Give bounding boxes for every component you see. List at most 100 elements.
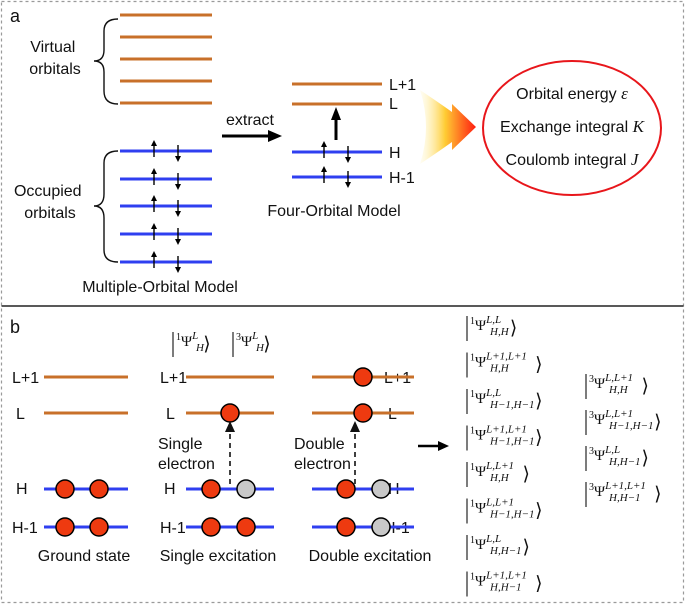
double-L-electron [353, 403, 373, 423]
panel-a-tag: a [10, 6, 21, 26]
b-single-level-H: H [164, 481, 176, 498]
exchange-integral-item: Exchange integral K [500, 117, 646, 136]
single-L-electron [220, 403, 240, 423]
double-electron-note: Double electron [294, 436, 351, 473]
a-level-L+1: L+1 [389, 77, 416, 94]
svg-text:3ΨL,L+1H−1,H−1: 3ΨL,L+1H−1,H−1 [589, 408, 653, 432]
extract-arrow [222, 130, 282, 142]
svg-text:1ΨL+1,L+1H−1,H−1: 1ΨL+1,L+1H−1,H−1 [470, 424, 534, 448]
virtual-brace [93, 18, 119, 105]
b-ground-level-L: L [16, 406, 25, 423]
ground-H-electron-2 [89, 479, 109, 499]
svg-text:⟩: ⟩ [642, 376, 649, 397]
b-single-level-L+1: L+1 [160, 370, 187, 387]
svg-text:1ΨL,L+1H,H: 1ΨL,L+1H,H [470, 460, 514, 484]
svg-text:1ΨL+1,L+1H,H−1: 1ΨL+1,L+1H,H−1 [470, 570, 527, 594]
occupied-spin-pair-1 [151, 140, 181, 162]
svg-text:1ΨL,L+1H−1,H−1: 1ΨL,L+1H−1,H−1 [470, 497, 534, 521]
svg-text:⟩: ⟩ [535, 391, 542, 412]
svg-text:3ΨL,L+1H,H: 3ΨL,L+1H,H [589, 372, 633, 396]
ground-H-1-electron-1 [55, 517, 75, 537]
a-level-H: H [389, 145, 401, 162]
ground-state-label: Ground state [38, 548, 131, 565]
virtual-orbital-stack [120, 13, 212, 105]
occupied-orbital-stack [120, 140, 212, 273]
svg-text:1ΨL+1,L+1H,H: 1ΨL+1,L+1H,H [470, 351, 527, 375]
double-H-1-electron [336, 517, 356, 537]
svg-text:⟩: ⟩ [263, 334, 270, 355]
single-H-1-electron-1 [201, 517, 221, 537]
svg-text:1ΨL,LH,H−1: 1ΨL,LH,H−1 [470, 533, 522, 557]
panel-b: b L+1 L H H-1 L+1 L H H-1 L+1 L H H-1 Si… [10, 314, 662, 597]
single-H-electron [201, 479, 221, 499]
four-orbital-model-label: Four-Orbital Model [267, 203, 400, 220]
properties-ellipse [482, 60, 662, 196]
ground-H-electron-1 [55, 479, 75, 499]
b-ground-level-L+1: L+1 [12, 370, 39, 387]
configurations-arrow [418, 441, 449, 451]
double-H-electron [336, 479, 356, 499]
svg-text:⟩: ⟩ [535, 428, 542, 449]
double-L+1-electron [353, 367, 373, 387]
svg-text:3ΨL+1,L+1H,H−1: 3ΨL+1,L+1H,H−1 [589, 480, 646, 504]
svg-text:⟩: ⟩ [523, 464, 530, 485]
virtual-orbitals-label: Virtual orbitals [29, 39, 81, 78]
occupied-spin-pair-3 [151, 195, 181, 217]
panel-b-tag: b [10, 317, 20, 337]
double-H-hole [371, 479, 391, 499]
four-model-H-spin-pair [321, 141, 351, 163]
orbital-energy-item: Orbital energy ε [516, 84, 628, 103]
svg-text:1ΨL,LH−1,H−1: 1ΨL,LH−1,H−1 [470, 387, 534, 411]
ground-H-1-electron-2 [89, 517, 109, 537]
svg-text:⟩: ⟩ [654, 412, 661, 433]
svg-text:⟩: ⟩ [535, 355, 542, 376]
b-single-level-L: L [166, 406, 175, 423]
a-level-L: L [389, 96, 398, 113]
occupied-orbitals-label: Occupied orbitals [14, 183, 86, 222]
single-H-hole [236, 479, 256, 499]
flow-arrow [420, 90, 476, 164]
single-electron-note: Single electron [158, 436, 215, 473]
double-excitation-arrow [350, 421, 360, 484]
svg-text:1ΨL,LH,H: 1ΨL,LH,H [470, 314, 510, 338]
double-excitation-label: Double excitation [309, 548, 432, 565]
occupied-spin-pair-2 [151, 168, 181, 190]
occupied-spin-pair-4 [151, 223, 181, 245]
svg-text:3ΨL,LH,H−1: 3ΨL,LH,H−1 [589, 444, 641, 468]
b-ground-level-H-1: H-1 [12, 520, 38, 537]
b-single-level-H-1: H-1 [160, 520, 186, 537]
svg-text:⟩: ⟩ [203, 334, 210, 355]
svg-text:⟩: ⟩ [535, 574, 542, 595]
panel-a: a Virtual orbitals Occupied orbitals Mul… [10, 6, 662, 296]
svg-text:⟩: ⟩ [523, 537, 530, 558]
single-excitation-label: Single excitation [160, 548, 277, 565]
occupied-brace [93, 150, 119, 263]
occupied-spin-pair-5 [151, 251, 181, 273]
single-excitation-arrow [225, 421, 235, 484]
panel-b-orbital-levels [44, 375, 414, 529]
four-model-H-1-spin-pair [321, 166, 351, 188]
svg-text:⟩: ⟩ [642, 448, 649, 469]
b-ground-level-H: H [16, 481, 28, 498]
multiple-orbital-model-label: Multiple-Orbital Model [82, 279, 238, 296]
panel-b-electrons [55, 367, 391, 537]
single-H-1-electron-2 [236, 517, 256, 537]
double-H-1-hole [371, 517, 391, 537]
four-orbital-model [292, 82, 382, 188]
